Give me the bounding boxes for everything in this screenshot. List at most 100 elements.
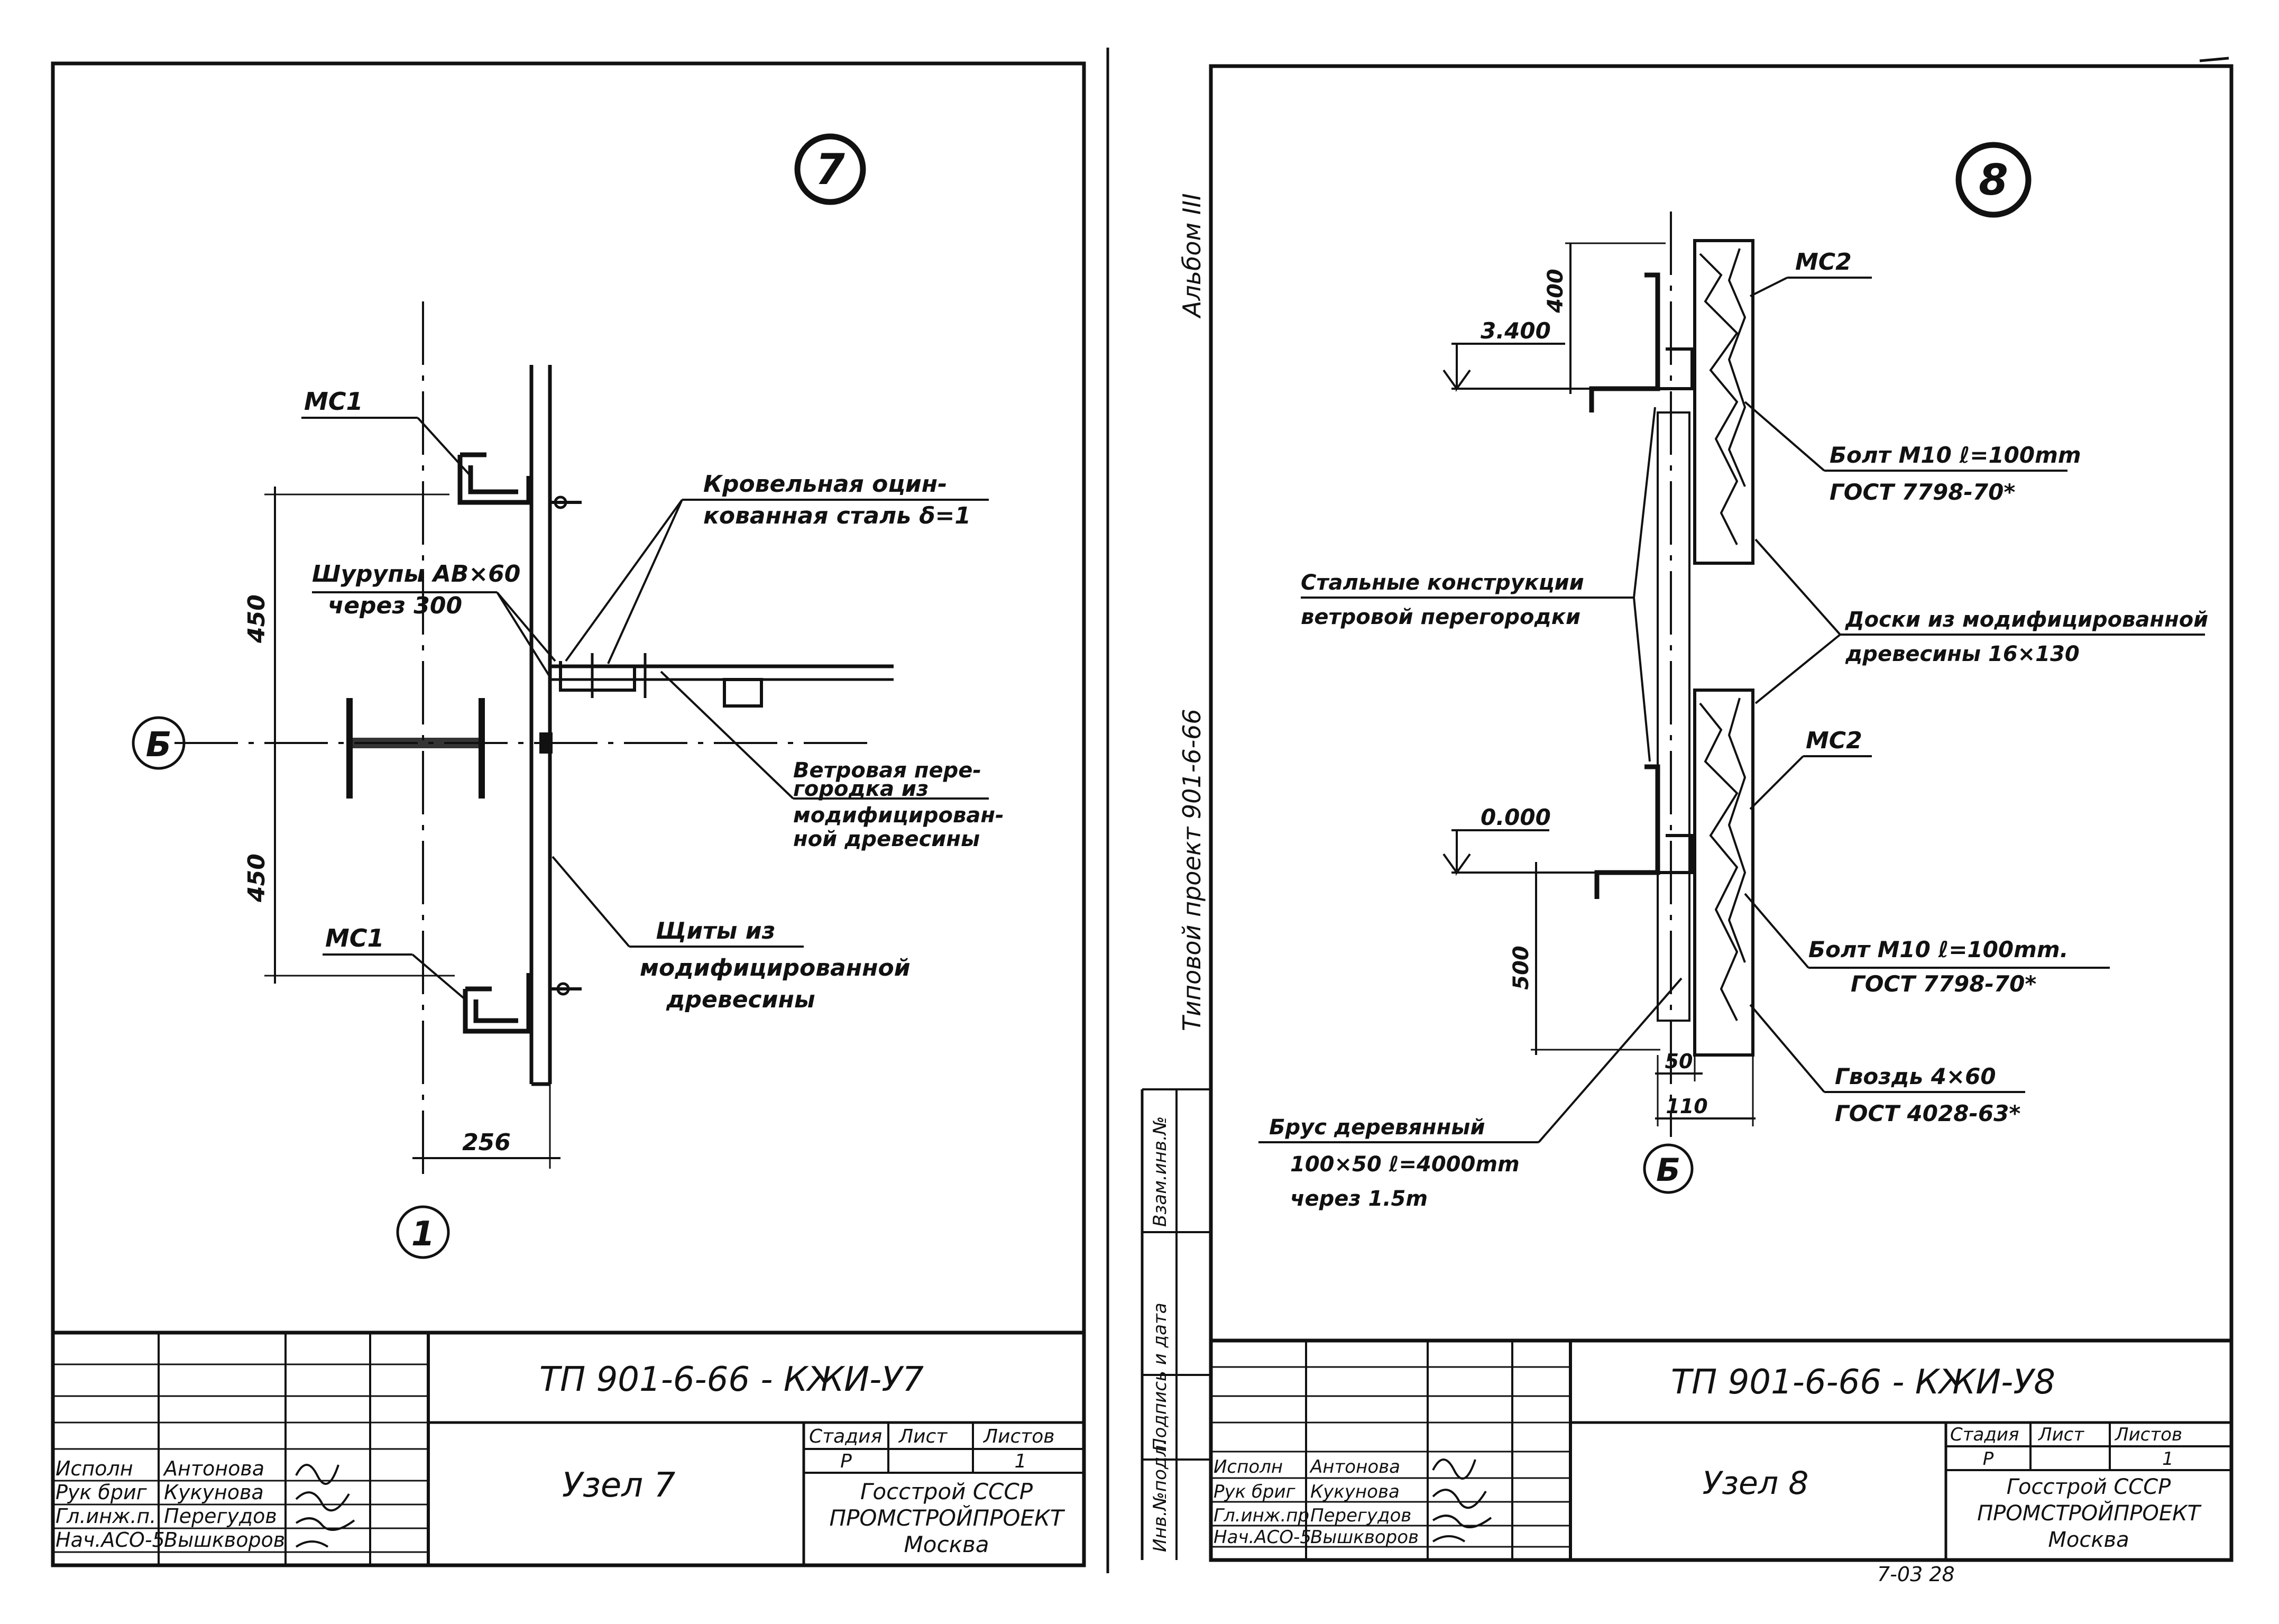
label-boards-2: древесины 16×130 [1845, 642, 2080, 666]
label-wind-4: ной древесины [793, 827, 980, 851]
stamp-field-zam: Взам.инв.№ [1150, 1116, 1171, 1227]
label-wind-2: городка из [793, 777, 929, 801]
sheet-7: 7 1 Б [51, 61, 1086, 1567]
node-7-number: 7 [815, 145, 845, 194]
tb7-org2: ПРОМСТРОЙПРОЕКТ [830, 1504, 1065, 1531]
tb8-stage-h: Стадия [1950, 1424, 2019, 1445]
tb8-name-3: Вышкворов [1310, 1527, 1419, 1548]
label-nail-1: Гвоздь 4×60 [1835, 1063, 1996, 1089]
tb8-org3: Москва [2048, 1528, 2129, 1552]
tb8-role-1: Рук бриг [1214, 1481, 1296, 1502]
tb8-role-2: Гл.инж.пр [1214, 1505, 1309, 1526]
label-mc2-bottom: МС2 [1806, 727, 1862, 754]
dim-110: 110 [1666, 1095, 1707, 1118]
label-bolt2-1: Болт М10 ℓ=100mm. [1808, 937, 2069, 962]
tb7-signatures [295, 1464, 355, 1548]
axis-1-marker [396, 1205, 450, 1259]
sheet-8: Инв.№подл. Подпись и дата Взам.инв.№ Аль… [1141, 57, 2234, 1586]
tb7-role-2: Гл.инж.п. [56, 1504, 156, 1528]
label-beam-1: Брус деревянный [1269, 1115, 1485, 1140]
tb7-name-0: Антонова [162, 1457, 264, 1480]
stamp-field-inv: Инв.№подл. [1150, 1439, 1171, 1552]
axis-b8-marker [1643, 1143, 1694, 1194]
tb8-org2: ПРОМСТРОЙПРОЕКТ [1977, 1500, 2202, 1526]
label-screws-2: через 300 [328, 592, 462, 619]
dim-450-bottom: 450 [243, 854, 270, 903]
tb7-name: Узел 7 [562, 1466, 676, 1505]
label-screws-1: Шурупы АВ×60 [312, 561, 520, 588]
label-roof-1: Кровельная оцин- [703, 471, 947, 498]
label-mc1-bottom: МС1 [325, 924, 384, 952]
label-bolt1-2: ГОСТ 7798-70* [1830, 479, 2015, 505]
tb8-org1: Госстрой СССР [2007, 1475, 2171, 1499]
dim-500: 500 [1509, 946, 1533, 990]
side-album: Альбом III [1178, 193, 1206, 319]
side-project: Типовой проект 901-6-66 [1178, 709, 1206, 1031]
tb8-sheet: 1 [2162, 1448, 2174, 1470]
tb8-role-3: Нач.АСО-5 [1214, 1527, 1311, 1548]
tb8-name: Узел 8 [1703, 1465, 1809, 1502]
axis-1-label: 1 [411, 1215, 435, 1254]
label-bolt1-1: Болт М10 ℓ=100mm [1830, 442, 2081, 468]
label-boards-1: Доски из модифицированной [1844, 608, 2208, 632]
tb8-name-2: Перегудов [1310, 1505, 1411, 1526]
tb7-stage: Р [840, 1451, 852, 1472]
label-steel-1: Стальные конструкции [1301, 571, 1584, 595]
elev-0000: 0.000 [1481, 804, 1551, 830]
tb8-name-1: Кукунова [1310, 1481, 1400, 1502]
tb8-code: ТП 901-6-66 - КЖИ-У8 [1671, 1363, 2055, 1402]
label-nail-2: ГОСТ 4028-63* [1835, 1100, 2020, 1126]
tb8-sheet-h: Лист [2037, 1424, 2084, 1445]
boards-upper [1693, 239, 1754, 565]
label-mc1-top: МС1 [304, 387, 363, 416]
tb7-stage-h: Стадия [809, 1426, 882, 1447]
tb7-name-1: Кукунова [164, 1481, 264, 1504]
tb7-role-1: Рук бриг [56, 1481, 148, 1504]
label-steel-2: ветровой перегородки [1301, 605, 1580, 629]
label-shields-1: Щиты из [656, 917, 775, 944]
label-mc2-top: МС2 [1795, 249, 1852, 276]
axis-b8-label: Б [1656, 1152, 1680, 1189]
tb8-sheets-h: Листов [2114, 1424, 2182, 1445]
tb7-role-3: Нач.АСО-5 [56, 1528, 165, 1552]
tb7-sheet: 1 [1015, 1451, 1027, 1472]
label-wind-1: Ветровая пере- [793, 758, 981, 783]
label-shields-2: модифицированной [640, 955, 911, 981]
axis-b-marker [132, 716, 186, 770]
i-beam [346, 698, 353, 799]
label-shields-3: древесины [666, 986, 815, 1013]
dim-400: 400 [1543, 269, 1568, 314]
tb7-sheet-h: Лист [898, 1426, 948, 1447]
tb8-name-0: Антонова [1309, 1456, 1400, 1478]
label-bolt2-2: ГОСТ 7798-70* [1851, 971, 2036, 997]
side-stamp: Инв.№подл. Подпись и дата Взам.инв.№ Аль… [1141, 193, 1211, 1560]
label-beam-3: через 1.5m [1290, 1187, 1428, 1211]
node-8-circle [1955, 142, 2032, 218]
node-7-circle [794, 133, 866, 205]
tb7-code: ТП 901-6-66 - КЖИ-У7 [539, 1360, 924, 1399]
footer-code: 7-03 28 [1877, 1563, 1955, 1586]
tb8-stage: Р [1983, 1448, 1994, 1470]
axis-b-label: Б [146, 726, 172, 765]
sheet-7-frame [51, 61, 1086, 1567]
title-block-7: ТП 901-6-66 - КЖИ-У7 Узел 7 Стадия Лист … [53, 1331, 1084, 1565]
tb7-org1: Госстрой СССР [860, 1479, 1033, 1504]
tb7-role-0: Исполн [56, 1457, 133, 1480]
tb7-name-3: Вышкворов [164, 1528, 285, 1552]
dim-450-top: 450 [243, 594, 270, 644]
title-block-8: ТП 901-6-66 - КЖИ-У8 Узел 8 Стадия Лист … [1211, 1338, 2231, 1560]
tb7-name-2: Перегудов [164, 1504, 277, 1528]
sheet-8-frame [1209, 64, 2234, 1562]
label-roof-2: кованная сталь δ=1 [703, 502, 971, 529]
dim-256: 256 [462, 1129, 511, 1156]
tb8-signatures [1432, 1458, 1492, 1543]
stamp-field-sign: Подпись и дата [1150, 1302, 1171, 1452]
label-wind-3: модифицирован- [793, 803, 1004, 828]
label-beam-2: 100×50 ℓ=4000mm [1290, 1152, 1520, 1177]
tb7-org3: Москва [904, 1531, 989, 1557]
tb7-sheets-h: Листов [982, 1426, 1054, 1447]
dim-50: 50 [1665, 1050, 1693, 1073]
node-8-number: 8 [1979, 155, 2008, 205]
elev-3400: 3.400 [1481, 318, 1551, 344]
